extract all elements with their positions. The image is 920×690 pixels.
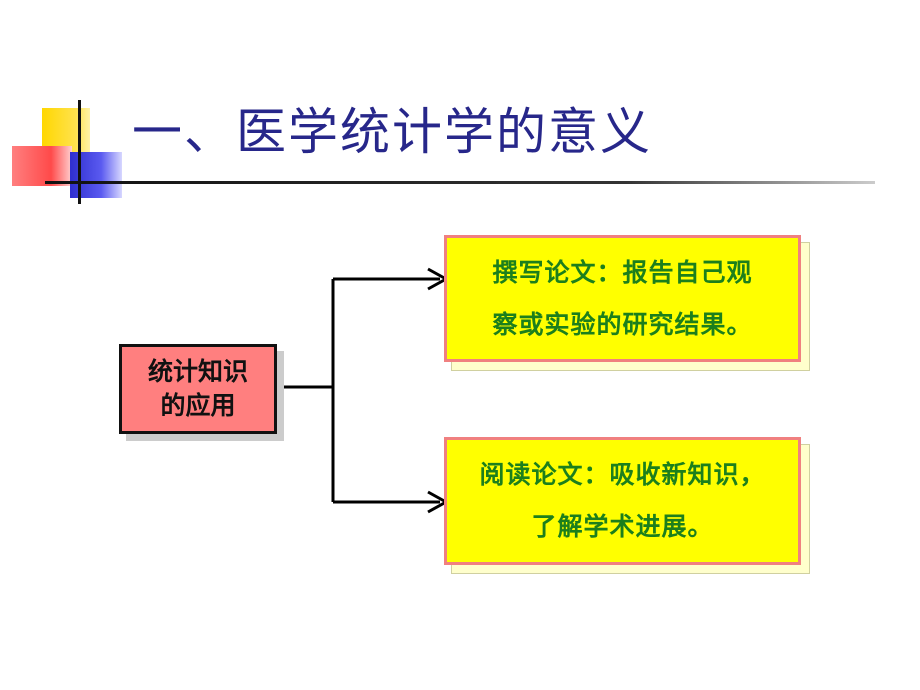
title-underline [45, 181, 875, 184]
top-box-line2: 察或实验的研究结果。 [492, 309, 753, 339]
top-box: 撰写论文：报告自己观 察或实验的研究结果。 [444, 235, 801, 362]
top-box-line1: 撰写论文：报告自己观 [492, 257, 753, 287]
bottom-box-line1: 阅读论文：吸收新知识， [479, 460, 766, 489]
center-box-line2: 的应用 [160, 391, 236, 420]
bottom-box: 阅读论文：吸收新知识， 了解学术进展。 [444, 437, 801, 565]
bottom-box-line2: 了解学术进展。 [531, 512, 714, 541]
center-box: 统计知识 的应用 [119, 344, 277, 434]
decor-red-square [12, 146, 72, 186]
decor-vertical-line [78, 100, 81, 204]
page-title: 一、医学统计学的意义 [132, 103, 652, 161]
center-box-line1: 统计知识 [147, 357, 248, 386]
